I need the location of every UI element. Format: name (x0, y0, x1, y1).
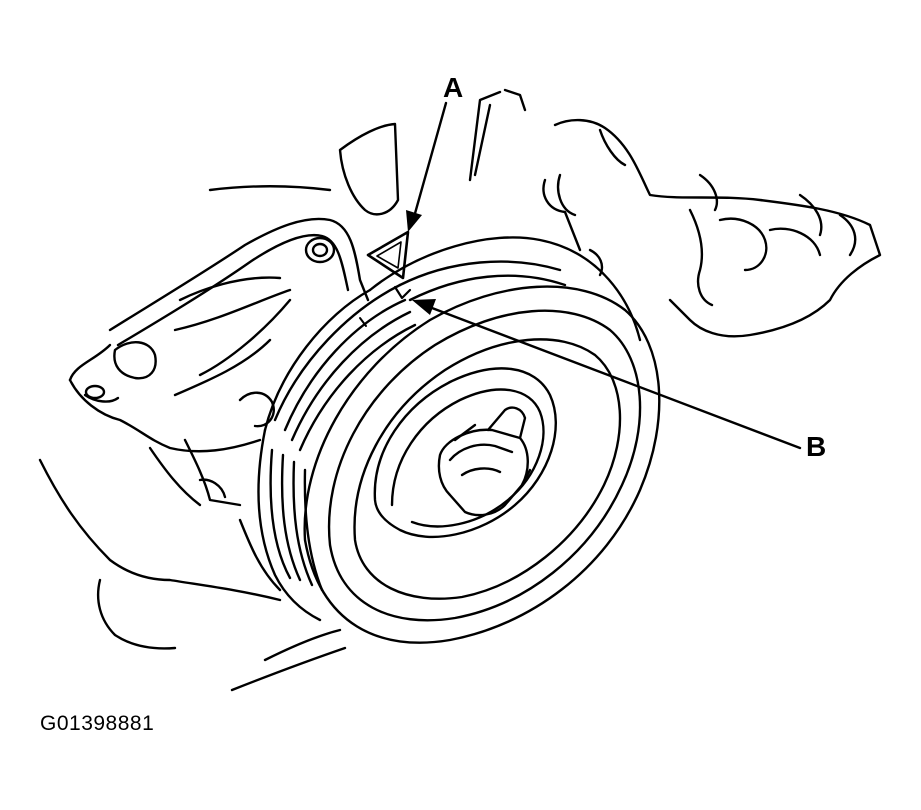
callout-arrow-b (412, 299, 800, 448)
engine-block-upper (210, 90, 880, 336)
callout-label-a: A (443, 72, 464, 103)
pointer-mark (368, 232, 408, 278)
tensioner-bracket (70, 219, 368, 505)
callout-arrow-a (406, 103, 446, 232)
callout-label-b: B (806, 431, 827, 462)
engine-block-lower (40, 460, 345, 690)
index-mark (360, 287, 410, 326)
idler-pulley (258, 237, 659, 642)
figure-id: G01398881 (40, 712, 155, 735)
